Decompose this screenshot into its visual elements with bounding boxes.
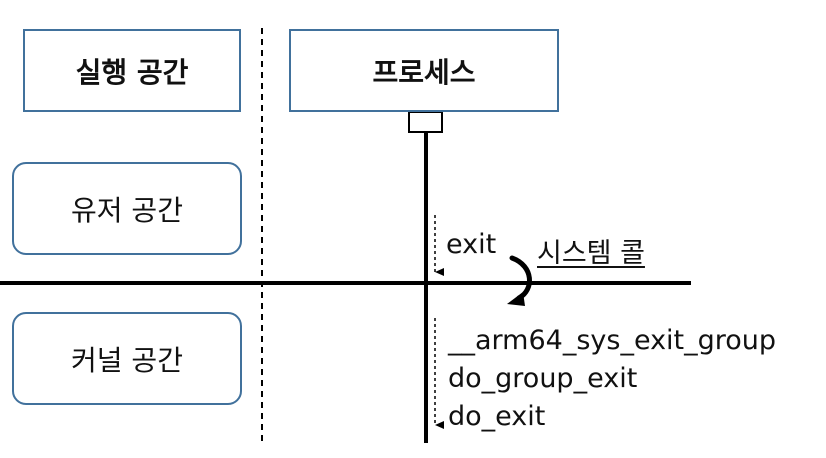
system-call-label: 시스템 콜 — [537, 238, 645, 269]
user-space-label: 유저 공간 — [71, 193, 183, 227]
exit-label: exit — [446, 229, 497, 260]
user-space-box: 유저 공간 — [12, 162, 242, 255]
process-lifeline-anchor — [408, 111, 443, 133]
kernel-function-item: __arm64_sys_exit_group — [448, 325, 777, 356]
system-call-arrow-head — [507, 292, 525, 306]
process-label: 프로세스 — [372, 55, 476, 89]
kernel-function-list: __arm64_sys_exit_group do_group_exit do_… — [448, 322, 776, 436]
system-call-curved-arrow — [509, 255, 532, 301]
kernel-function-item: do_exit — [448, 401, 546, 432]
exec-space-label: 실행 공간 — [75, 55, 189, 89]
kernel-space-label: 커널 공간 — [71, 343, 183, 377]
kernel-space-box: 커널 공간 — [12, 312, 242, 405]
process-header: 프로세스 — [289, 29, 559, 112]
kernel-function-item: do_group_exit — [448, 363, 638, 394]
exec-space-header: 실행 공간 — [23, 29, 241, 112]
